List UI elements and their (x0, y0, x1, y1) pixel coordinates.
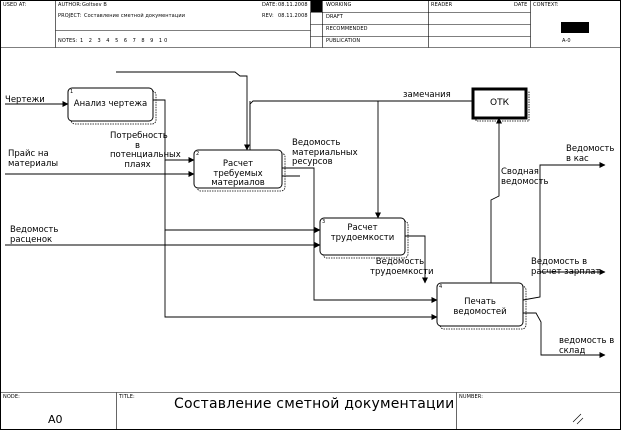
notes-label: NOTES: (58, 38, 78, 44)
box-4-label: Печать ведомостей (453, 297, 507, 317)
label-drawings: Чертежи (5, 95, 45, 105)
notes-numbers: 1 2 3 4 5 6 7 8 9 10 (80, 38, 170, 44)
used-at-label: USED AT: (3, 2, 27, 8)
box-3 (319, 217, 409, 259)
status-working-marker (311, 1, 322, 12)
label-tech-needs: Потребность в потенциальных плаях (110, 131, 181, 170)
arrows (5, 71, 606, 358)
box-2-number: 2 (196, 151, 200, 157)
number-label: NUMBER: (459, 394, 484, 400)
status-recommended: RECOMMENDED (326, 26, 368, 32)
box-3-number: 3 (322, 219, 326, 225)
header-grid (0, 0, 621, 48)
status-working: WORKING (326, 2, 352, 8)
label-price-list: Прайс на материалы (8, 149, 59, 169)
label-materials-sheet: Ведомость материальных ресурсов (292, 138, 358, 167)
footer-grid (0, 392, 621, 430)
project-label: PROJECT: (58, 13, 82, 19)
label-out-sheet-2: Ведомость в расчет зарплат (531, 257, 601, 277)
label-summary-sheet: Сводная ведомость (501, 167, 549, 187)
box-1-number: 1 (70, 89, 74, 95)
label-labor-sheet: Ведомость трудоемкости (370, 257, 434, 277)
project-value: Составление сметной документации (84, 13, 186, 19)
label-out-sheet-3: ведомость в склад (559, 336, 615, 356)
context-label: CONTEXT: (533, 2, 559, 8)
box-1-label: Анализ чертежа (73, 99, 148, 109)
reader-label: READER (431, 2, 453, 8)
context-thumbnail (561, 22, 589, 33)
box-4 (436, 282, 527, 330)
box-2-label: Расчет требуемых материалов (211, 159, 265, 188)
status-draft: DRAFT (326, 14, 343, 20)
otk-box (471, 87, 530, 122)
box-4-number: 4 (439, 284, 443, 290)
rev-value: 08.11.2008 (278, 13, 308, 19)
label-out-sheet-1: Ведомость в кас (566, 144, 615, 164)
rev-label: REV: (262, 13, 274, 19)
label-remarks: замечания (403, 90, 451, 100)
date-label: DATE: (262, 2, 278, 8)
label-labor-norms: Ведомость расценок (10, 225, 59, 245)
otk-label: ОТК (490, 98, 509, 108)
box-2 (193, 149, 286, 192)
node-label: NODE: (3, 394, 20, 400)
box-3-label: Расчет трудоемкости (330, 223, 395, 243)
diagram-title: Составление сметной документации (174, 396, 455, 412)
author-value: Goltsev B (82, 2, 107, 8)
status-publication: PUBLICATION (326, 38, 361, 44)
box-1 (67, 87, 157, 125)
date-value: 08.11.2008 (278, 2, 308, 8)
author-label: AUTHOR: (58, 2, 82, 8)
title-label: TITLE: (119, 394, 135, 400)
date2-label: DATE (514, 2, 528, 8)
context-page: A-0 (562, 38, 571, 44)
node-value: A0 (48, 413, 63, 426)
